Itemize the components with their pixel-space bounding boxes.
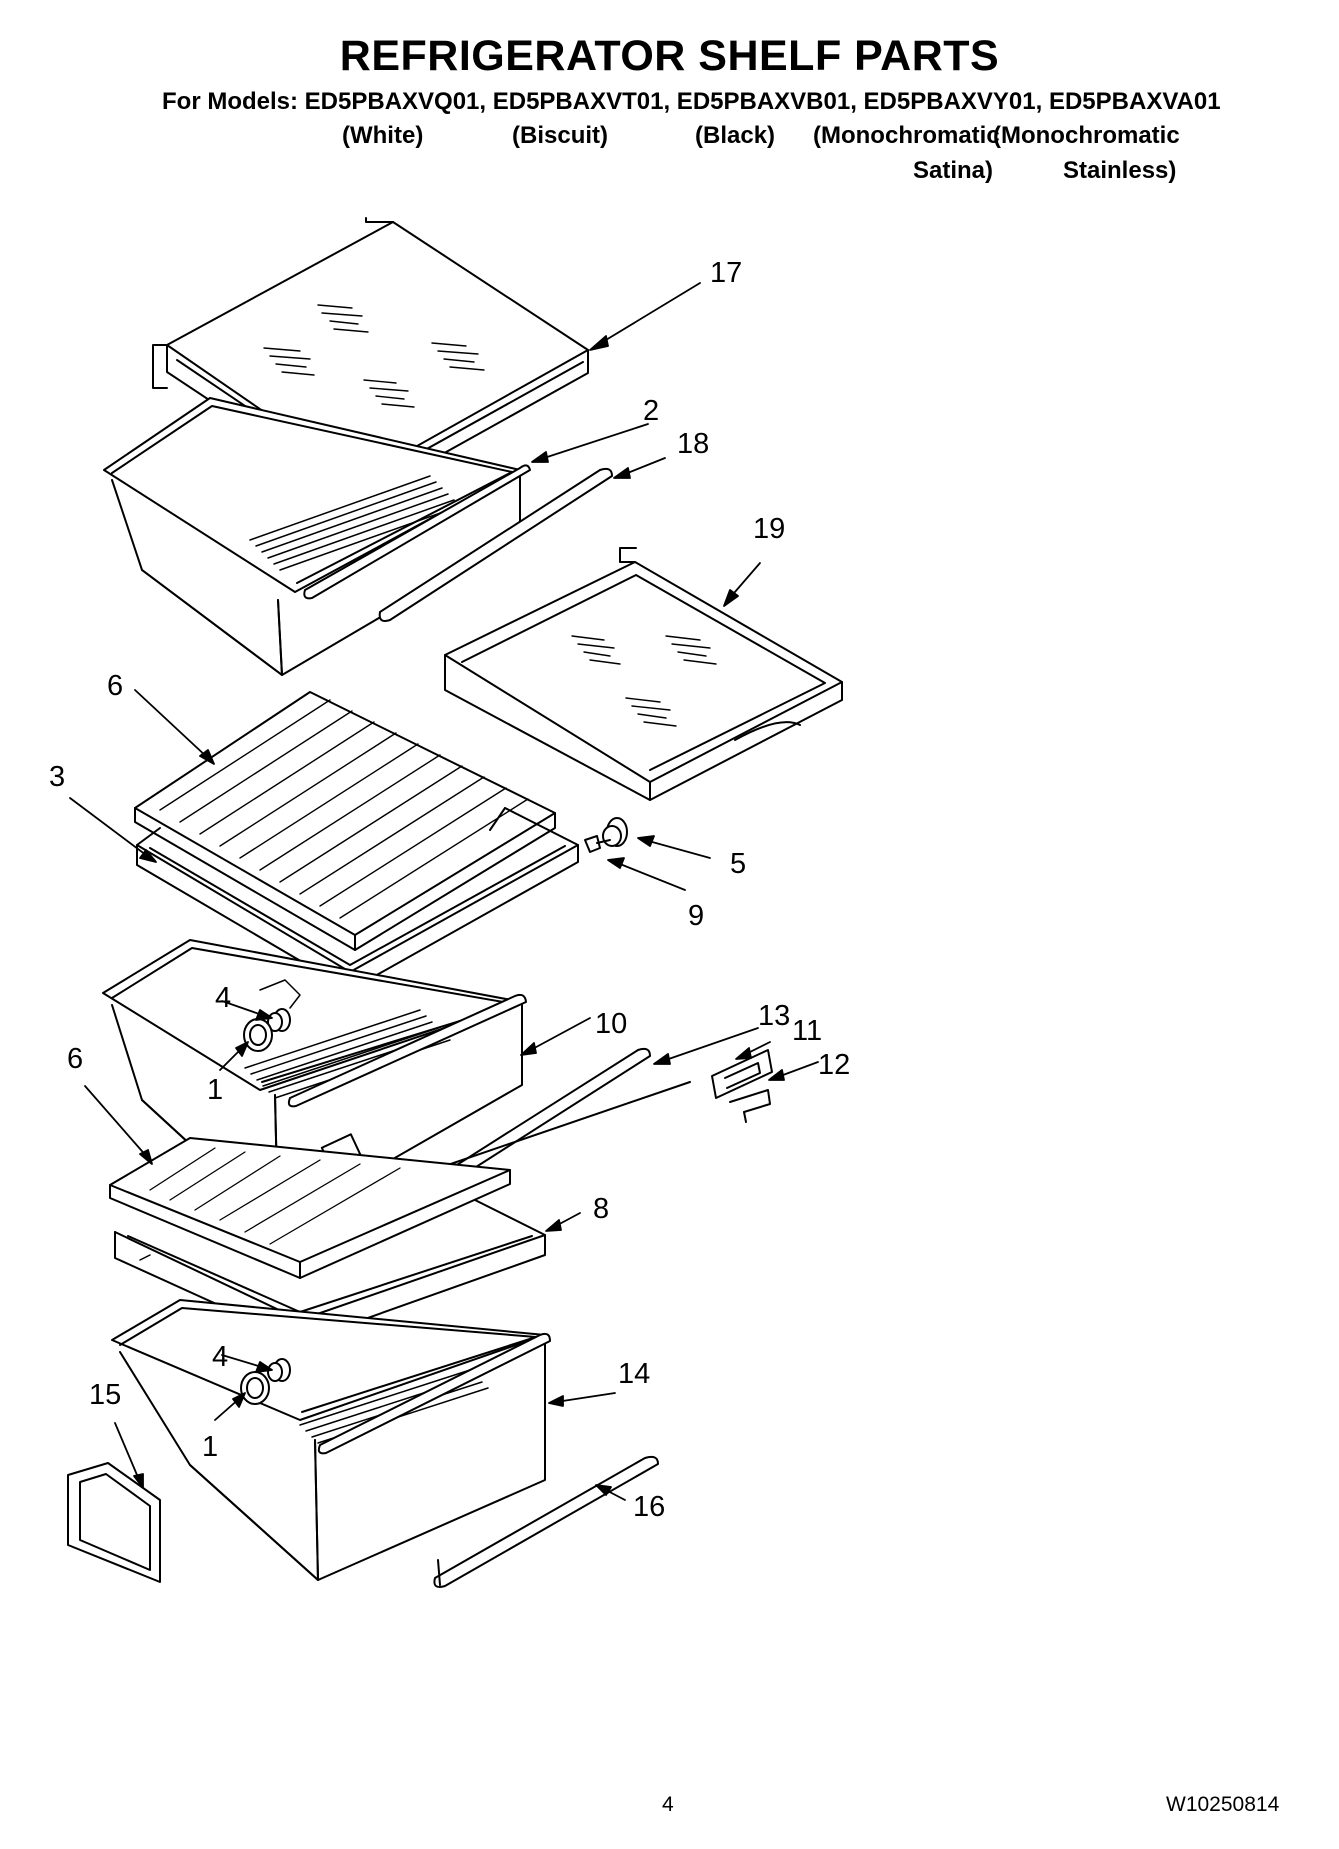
part-19-glass-shelf <box>444 547 843 801</box>
callout-13: 13 <box>758 1000 790 1032</box>
callout-10: 10 <box>595 1008 627 1040</box>
page-number: 4 <box>662 1793 674 1816</box>
callout-1-lower: 1 <box>202 1431 218 1463</box>
variant-white: (White) <box>342 122 424 149</box>
variant-mono-satina-line2: Satina) <box>913 157 994 184</box>
callout-6-upper: 6 <box>107 670 123 702</box>
callout-1-upper: 1 <box>207 1074 223 1106</box>
variant-mono-stainless-line2: Stainless) <box>1063 157 1177 184</box>
leader-arrows <box>69 282 819 1501</box>
part-9-screw <box>584 835 611 853</box>
part-18-handle-rod <box>378 467 613 622</box>
models-line: For Models: ED5PBAXVQ01, ED5PBAXVT01, ED… <box>162 88 1221 115</box>
part-16-handle-rod <box>433 1455 659 1588</box>
callout-15: 15 <box>89 1379 121 1411</box>
part-2-crisper-drawer-top <box>103 397 531 676</box>
callout-4-upper: 4 <box>215 982 231 1014</box>
callout-9: 9 <box>688 900 704 932</box>
variant-mono-satina-line1: (Monochromatic <box>813 122 1000 149</box>
part-15-label-plate <box>67 1462 161 1583</box>
part-1-cap-upper <box>243 1018 273 1052</box>
callout-14: 14 <box>618 1358 650 1390</box>
callout-19: 19 <box>753 513 785 545</box>
part-12-clip <box>729 1089 771 1123</box>
callout-3: 3 <box>49 761 65 793</box>
part-6-glass-shelf-lower <box>109 1137 511 1279</box>
callout-8: 8 <box>593 1193 609 1225</box>
part-6-glass-shelf-upper <box>134 691 556 951</box>
callout-2: 2 <box>643 395 659 427</box>
part-10-drawer-middle <box>102 939 527 1226</box>
callout-11: 11 <box>792 1015 822 1047</box>
part-4-knob-lower <box>267 1358 291 1382</box>
callout-12: 12 <box>818 1049 850 1081</box>
page-title: REFRIGERATOR SHELF PARTS <box>339 32 1000 80</box>
callout-18: 18 <box>677 428 709 460</box>
callout-5: 5 <box>730 848 746 880</box>
part-5-roller <box>602 817 628 847</box>
document-number: W10250814 <box>1166 1793 1280 1816</box>
callout-16: 16 <box>633 1491 665 1523</box>
callout-labels: 17 2 18 19 6 3 5 9 4 1 10 13 11 12 6 8 4… <box>49 257 850 1523</box>
variant-mono-stainless-line1: (Monochromatic <box>993 122 1180 149</box>
callout-6-lower: 6 <box>67 1043 83 1075</box>
variant-biscuit: (Biscuit) <box>512 122 608 149</box>
part-14-drawer-bottom <box>111 1299 551 1581</box>
callout-4-lower: 4 <box>212 1341 228 1373</box>
variant-black: (Black) <box>695 122 776 149</box>
callout-17: 17 <box>710 257 742 289</box>
part-1-cap-lower <box>240 1371 270 1405</box>
